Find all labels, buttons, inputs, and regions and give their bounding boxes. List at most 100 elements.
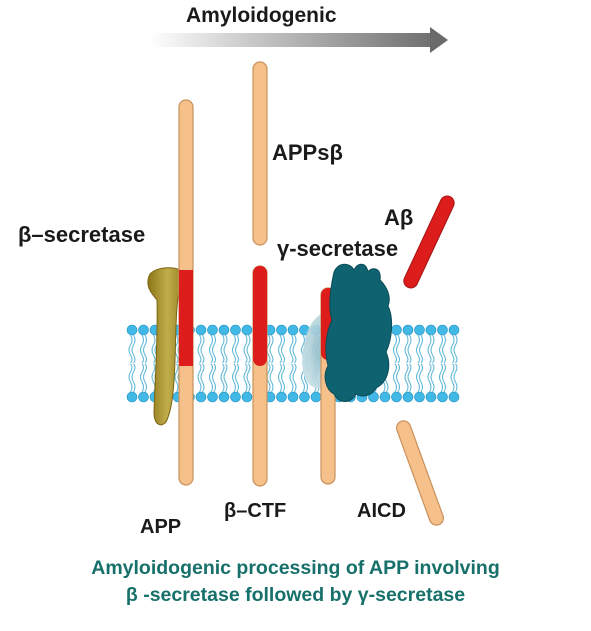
lipid-tail: [407, 363, 412, 393]
lipid-head: [138, 391, 149, 403]
lipid-tail: [415, 363, 421, 393]
lipid-head: [241, 324, 253, 336]
lipid-head: [402, 324, 414, 336]
appsb-label: APPsβ: [272, 140, 343, 165]
beta-ctf-protein: [252, 265, 268, 487]
lipid-tail: [438, 363, 444, 393]
lipid-tail: [211, 334, 217, 364]
lipid-tail: [427, 363, 432, 393]
lipid-tail: [197, 334, 202, 364]
caption-line-1: Amyloidogenic processing of APP involvin…: [91, 557, 500, 579]
lipid-head: [448, 324, 460, 336]
lipid-head: [391, 391, 402, 403]
lipid-head: [391, 324, 402, 336]
lipid-tail: [200, 334, 205, 364]
lipid-head: [230, 391, 241, 403]
lipid-head: [402, 391, 414, 403]
lipid-head: [414, 391, 425, 403]
lipid-tail: [200, 363, 205, 393]
lipid-head: [138, 324, 149, 336]
lipid-head: [276, 324, 287, 336]
lipid-tail: [277, 363, 283, 393]
app-label: APP: [140, 516, 182, 538]
lipid-head: [276, 391, 287, 403]
lipid-tail: [142, 363, 148, 393]
lipid-head: [195, 324, 207, 336]
lipid-tail: [208, 363, 214, 393]
lipid-tail: [220, 363, 225, 393]
beta-secretase-label: β–secretase: [18, 222, 146, 247]
lipid-tail: [395, 363, 401, 393]
lipid-tail: [208, 334, 214, 364]
lipid-tail: [430, 334, 435, 364]
aicd-label: AICD: [357, 500, 406, 522]
lipid-tail: [450, 363, 455, 393]
lipid-tail: [231, 363, 237, 393]
lipid-bilayer: [126, 324, 460, 403]
lipid-tail: [441, 363, 447, 393]
lipid-tail: [404, 363, 409, 393]
lipid-tail: [427, 334, 432, 364]
lipid-head: [425, 324, 437, 336]
lipid-tail: [128, 363, 133, 393]
arrow-label: Amyloidogenic: [186, 4, 337, 27]
lipid-tail: [234, 334, 240, 364]
lipid-tail: [418, 334, 424, 364]
app-protein: [178, 99, 194, 486]
lipid-head: [207, 391, 218, 403]
lipid-head: [414, 324, 425, 336]
lipid-tail: [453, 334, 458, 364]
lipid-tail: [142, 334, 148, 364]
lipid-head: [425, 391, 437, 403]
lipid-tail: [223, 334, 228, 364]
lipid-tail: [441, 334, 447, 364]
lipid-tail: [131, 334, 136, 364]
lipid-tail: [418, 363, 424, 393]
lipid-tail: [292, 334, 297, 364]
lipid-tail: [128, 334, 133, 364]
lipid-tail: [430, 363, 435, 393]
lipid-tail: [234, 363, 240, 393]
lipid-tail: [243, 334, 248, 364]
lipid-head: [379, 391, 391, 403]
lipid-head: [287, 391, 299, 403]
amyloidogenic-arrow: [150, 27, 448, 53]
lipid-tail: [395, 334, 401, 364]
lipid-tail: [404, 334, 409, 364]
lipid-tail: [151, 334, 156, 364]
lipid-head: [126, 391, 138, 403]
lipid-head: [207, 324, 218, 336]
beta-ctf-label: β–CTF: [224, 500, 287, 522]
lipid-head: [218, 324, 230, 336]
appsb-fragment: [252, 61, 268, 246]
lipid-tail: [139, 363, 145, 393]
lipid-tail: [211, 363, 217, 393]
gamma-secretase-enzyme: [324, 263, 393, 402]
lipid-tail: [292, 363, 297, 393]
lipid-tail: [246, 363, 251, 393]
lipid-tail: [269, 363, 274, 393]
lipid-tail: [277, 334, 283, 364]
lipid-tail: [197, 363, 202, 393]
lipid-head: [448, 391, 460, 403]
lipid-tail: [392, 334, 398, 364]
lipid-tail: [269, 334, 274, 364]
lipid-head: [126, 324, 138, 336]
lipid-tail: [174, 363, 179, 393]
lipid-tail: [289, 363, 294, 393]
lipid-head: [195, 391, 207, 403]
lipid-tail: [246, 334, 251, 364]
lipid-head: [437, 391, 448, 403]
lipid-head: [218, 391, 230, 403]
lipid-tail: [280, 363, 286, 393]
lipid-tail: [231, 334, 237, 364]
lipid-tail: [392, 363, 398, 393]
lipid-tail: [450, 334, 455, 364]
lipid-head: [241, 391, 253, 403]
lipid-tail: [139, 334, 145, 364]
lipid-tail: [289, 334, 294, 364]
lipid-head: [437, 324, 448, 336]
lipid-head: [230, 324, 241, 336]
aicd-fragment: [395, 420, 445, 526]
